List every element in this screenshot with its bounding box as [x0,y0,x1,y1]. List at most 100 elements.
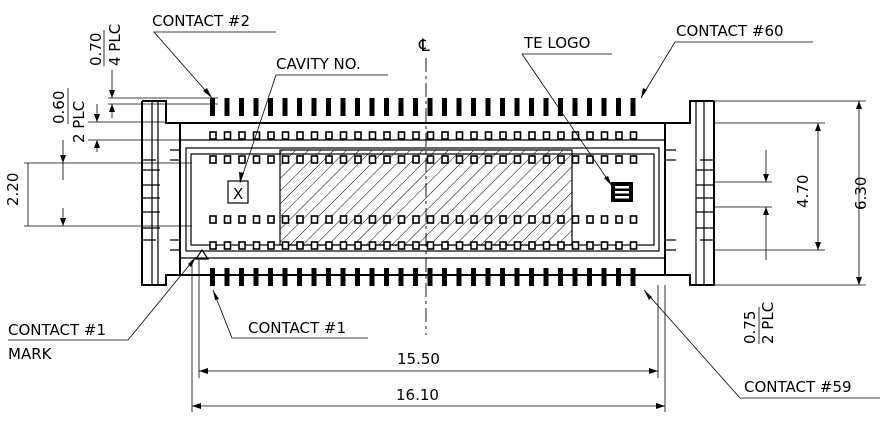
contact-pad [209,241,217,250]
contact-pin [282,268,288,286]
centerline-symbol: ℄ [418,36,430,56]
label-contact-2: CONTACT #2 [152,12,250,30]
right-end-bracket [665,100,715,286]
contact-pad [397,131,406,140]
dim-16-10: 16.10 [191,260,666,412]
contact-pin [297,98,302,116]
contact-pad [223,131,232,140]
contact-pad [310,241,319,250]
label-te-logo: TE LOGO [523,34,590,52]
contact-pad [528,215,536,224]
contact-pin [630,98,636,116]
contact-pad [397,155,406,164]
dim-0-75-note: 2 PLC [759,302,777,344]
dim-4-70: 4.70 [714,122,825,251]
contact-pad [557,155,565,164]
contact-pad [441,131,449,140]
dim-4-70-value: 4.70 [794,175,812,208]
contact-pin [485,268,491,286]
contact-pin [500,98,505,116]
contact-pad [542,241,551,250]
contact-pad [397,241,406,250]
contact-pin [253,98,259,116]
contact-pad [223,155,232,164]
contact-pin [471,98,476,116]
contact-pin [340,98,346,116]
contact-pin [355,98,360,116]
contact-pin [456,268,462,286]
contact-pad [310,155,319,164]
contact-pin [529,98,534,116]
contact-pad [325,131,333,140]
contact-pin [616,98,621,116]
contact-pad [252,155,261,164]
contact-pin [456,98,462,116]
leader-contact-60: CONTACT #60 [640,22,813,99]
contact-pad [586,131,594,140]
contact-pad [629,215,638,224]
contact-pin [355,268,360,286]
contact-pin [326,98,331,116]
contact-pad [339,215,348,224]
contact-pad [470,131,478,140]
contact-pad [252,241,261,250]
contact-pin [282,98,288,116]
contact-pad [586,155,594,164]
top-pad-row-inner [209,155,638,164]
contact-pad [455,155,464,164]
contact-pin [253,268,259,286]
dim-16-10-value: 16.10 [396,386,439,404]
contact-pad [412,155,420,164]
contact-pad [238,131,246,140]
label-contact-1-mark-line2: MARK [8,345,53,363]
contact-pad [325,155,333,164]
contact-pin [297,268,302,286]
contact-pin [268,268,273,286]
dim-0-60: 0.60 2 PLC [50,88,180,152]
te-logo-icon [611,182,633,202]
bottom-pad-row-inner [209,215,638,224]
contact-pad [499,131,507,140]
contact-pad [600,215,609,224]
housing-outline [179,122,666,276]
contact-pin [398,98,404,116]
contact-pad [339,241,348,250]
contact-pin [384,98,389,116]
leader-te-logo: TE LOGO [521,34,613,187]
top-pad-row-outer [209,131,638,140]
contact-pad [383,131,391,140]
contact-pin [500,268,505,286]
dim-0-60-note: 2 PLC [70,101,88,143]
contact-pad [455,131,464,140]
contact-pad [441,241,449,250]
contact-pad [238,155,246,164]
contact-pin [442,268,447,286]
leader-contact-1: CONTACT #1 [212,289,368,339]
contact-pin [239,98,244,116]
dim-0-70-note: 4 PLC [106,24,124,66]
contact-pin [224,98,230,116]
contact-pin [514,98,520,116]
contact-pin [239,268,244,286]
dim-0-60-value: 0.60 [50,91,68,124]
contact-1-mark-triangle [194,248,210,260]
dim-6-30-value: 6.30 [852,177,870,210]
contact-pad [513,131,522,140]
label-contact-59: CONTACT #59 [744,378,852,396]
contact-pin [529,268,534,286]
contact-pad [629,131,638,140]
dim-0-75-value: 0.75 [741,311,759,344]
contact-pin [268,98,273,116]
contact-pad [267,155,275,164]
contact-pad [499,215,507,224]
bottom-pad-row-outer [209,241,638,250]
contact-pin [340,268,346,286]
contact-pad [600,241,609,250]
contact-pin [514,268,520,286]
contact-pin [471,268,476,286]
contact-pin [601,268,607,286]
contact-pad [267,215,275,224]
contact-pad [310,215,319,224]
contact-pad [470,155,478,164]
contact-pin [311,268,317,286]
